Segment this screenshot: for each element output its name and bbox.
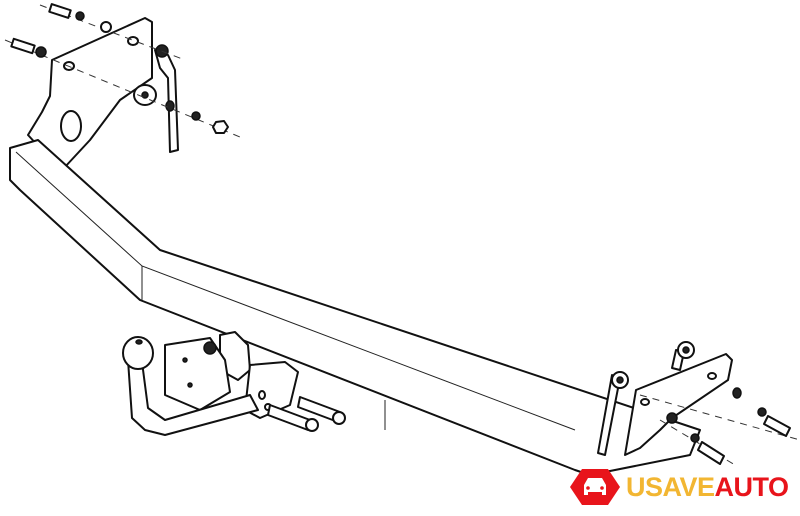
left-fasteners xyxy=(4,3,241,138)
usaveauto-watermark: USAVEAUTO xyxy=(568,466,789,508)
left-hanger-strap xyxy=(154,44,179,153)
car-front-icon xyxy=(568,467,622,507)
right-mounting-plate xyxy=(624,353,733,456)
brand-text: USAVEAUTO xyxy=(626,471,790,502)
center-bracket xyxy=(219,331,346,432)
cross-beam xyxy=(9,139,701,476)
tow-ball xyxy=(122,336,259,436)
right-hanger-straps xyxy=(597,341,695,456)
brand-text-usave: USAVE xyxy=(626,471,715,502)
right-fasteners xyxy=(639,387,800,466)
brand-text-auto: AUTO xyxy=(714,471,790,502)
left-mounting-plate xyxy=(27,17,157,169)
